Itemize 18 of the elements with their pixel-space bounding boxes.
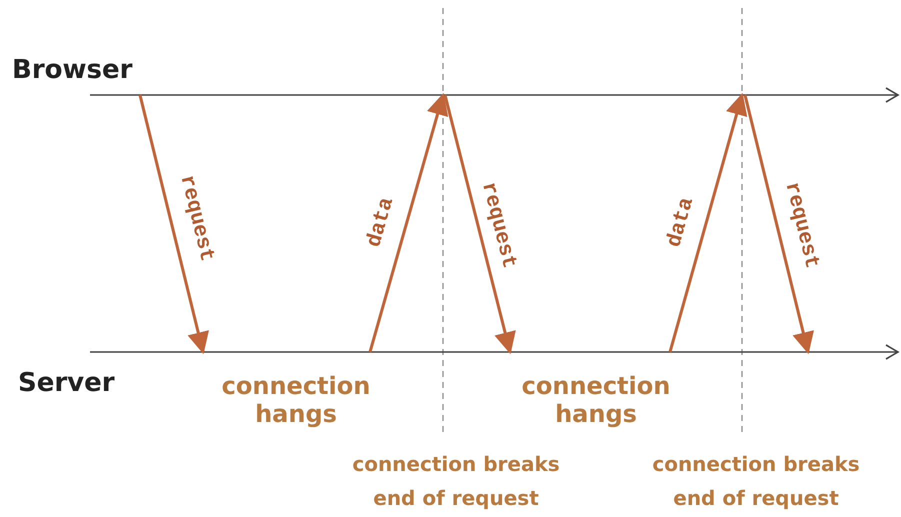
arrow <box>138 94 209 354</box>
edge-label: data <box>363 194 400 250</box>
arrow <box>368 92 448 352</box>
edge-label: request <box>174 172 218 264</box>
edge-label: request <box>779 179 823 271</box>
annotation-text: connection hangs <box>220 372 372 428</box>
arrow <box>668 92 748 352</box>
lane-title: Server <box>18 368 115 398</box>
arrow <box>744 94 814 354</box>
edge-label: request <box>476 179 520 271</box>
annotation-text: end of request <box>673 486 839 510</box>
lane-title: Browser <box>12 55 132 85</box>
annotation-text: end of request <box>373 486 539 510</box>
arrow <box>444 94 516 354</box>
annotation-text: connection breaks <box>652 452 860 476</box>
annotation-text: connection breaks <box>352 452 560 476</box>
edge-label: data <box>663 194 700 250</box>
annotation-text: connection hangs <box>520 372 672 428</box>
